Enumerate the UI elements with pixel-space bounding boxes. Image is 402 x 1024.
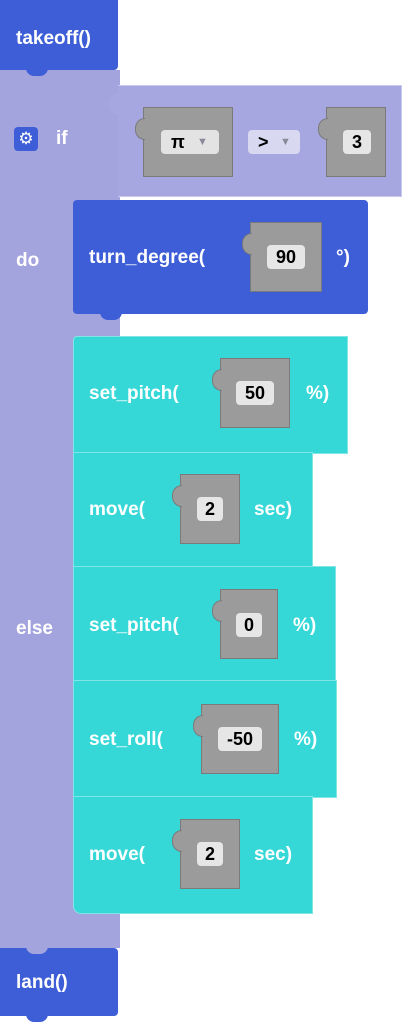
takeoff-block[interactable] bbox=[0, 0, 118, 70]
move-value-field[interactable]: 2 bbox=[197, 497, 223, 521]
turn-degree-suffix: °) bbox=[336, 247, 350, 268]
block-connector bbox=[26, 1014, 48, 1022]
block-connector bbox=[26, 68, 48, 76]
if-input-connector bbox=[108, 93, 120, 115]
land-label: land() bbox=[16, 972, 68, 993]
gear-icon[interactable]: ⚙ bbox=[14, 127, 38, 151]
turn-degree-label: turn_degree( bbox=[89, 247, 206, 268]
move-label: move( bbox=[89, 844, 145, 865]
set-pitch-value-field[interactable]: 50 bbox=[236, 381, 274, 405]
operator-dropdown[interactable]: > ▼ bbox=[248, 130, 300, 154]
set-roll-value-field[interactable]: -50 bbox=[218, 727, 262, 751]
land-block[interactable] bbox=[0, 948, 118, 1016]
takeoff-label: takeoff() bbox=[16, 28, 91, 49]
if-label: if bbox=[56, 128, 68, 149]
block-connector bbox=[100, 312, 122, 320]
set-roll-label: set_roll( bbox=[89, 729, 163, 750]
do-label: do bbox=[16, 250, 40, 271]
set-pitch-label: set_pitch( bbox=[89, 615, 179, 636]
set-pitch-label: set_pitch( bbox=[89, 383, 179, 404]
condition-number-field[interactable]: 3 bbox=[343, 130, 371, 154]
set-pitch-socket[interactable] bbox=[212, 358, 290, 428]
turn-degree-value-field[interactable]: 90 bbox=[267, 245, 305, 269]
set-pitch-block[interactable] bbox=[73, 336, 348, 454]
set-pitch-suffix: %) bbox=[293, 615, 317, 636]
move-value-field[interactable]: 2 bbox=[197, 842, 223, 866]
pi-constant-value: π bbox=[171, 132, 185, 152]
move-label: move( bbox=[89, 499, 145, 520]
triangle-down-icon: ▼ bbox=[280, 136, 291, 148]
move-suffix: sec) bbox=[254, 499, 293, 520]
set-roll-suffix: %) bbox=[294, 729, 318, 750]
move-suffix: sec) bbox=[254, 844, 293, 865]
operator-value: > bbox=[258, 132, 269, 152]
set-pitch-value-field[interactable]: 0 bbox=[236, 613, 262, 637]
pi-constant-dropdown[interactable]: π ▼ bbox=[161, 130, 219, 154]
block-connector bbox=[26, 946, 48, 954]
else-label: else bbox=[16, 618, 53, 639]
set-pitch-suffix: %) bbox=[306, 383, 330, 404]
triangle-down-icon: ▼ bbox=[197, 136, 208, 148]
